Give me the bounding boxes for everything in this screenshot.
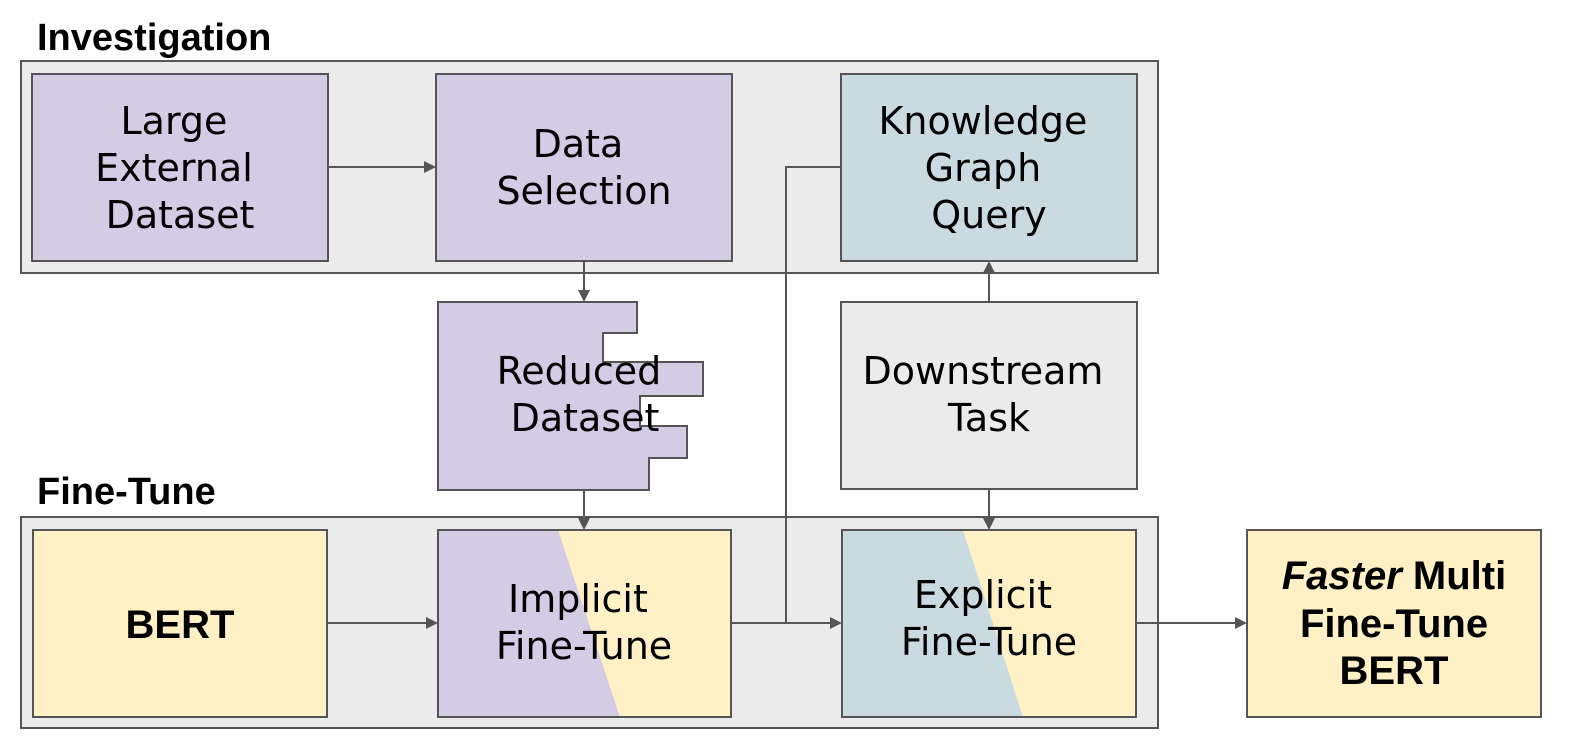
data-selection-label: Data Selection	[496, 122, 671, 213]
reduced-dataset-shape	[437, 301, 704, 491]
large-external-dataset-box	[31, 73, 329, 262]
fine-tune-title: Fine-Tune	[37, 471, 216, 513]
downstream-task-label: Downstream Task	[863, 349, 1116, 440]
implicit-fine-tune-box	[437, 529, 732, 718]
large-external-dataset-label: Large External Dataset	[95, 99, 265, 237]
reduced-dataset-label: Reduced Dataset	[497, 349, 674, 440]
implicit-fine-tune-label: Implicit Fine-Tune	[496, 577, 672, 668]
bert-label: BERT	[126, 603, 235, 647]
bert-box	[32, 529, 328, 718]
faster-multi-fine-tune-bert-label-line2: Fine-Tune	[1300, 602, 1488, 646]
investigation-title: Investigation	[37, 17, 271, 59]
downstream-task-box	[840, 301, 1138, 490]
knowledge-graph-query-label: Knowledge Graph Query	[879, 99, 1100, 237]
explicit-fine-tune-label: Explicit Fine-Tune	[901, 573, 1077, 664]
faster-multi-fine-tune-bert-label-line1: Faster Multi	[1282, 554, 1506, 598]
edge-knowledge-graph-to-explicit	[785, 166, 841, 623]
faster-multi-fine-tune-bert-box	[1246, 529, 1542, 718]
knowledge-graph-query-box	[840, 73, 1138, 262]
data-selection-box	[435, 73, 733, 262]
explicit-fine-tune-box	[841, 529, 1137, 718]
faster-multi-fine-tune-bert-label-line3: BERT	[1340, 649, 1449, 693]
faster-emphasis: Faster	[1282, 554, 1404, 598]
